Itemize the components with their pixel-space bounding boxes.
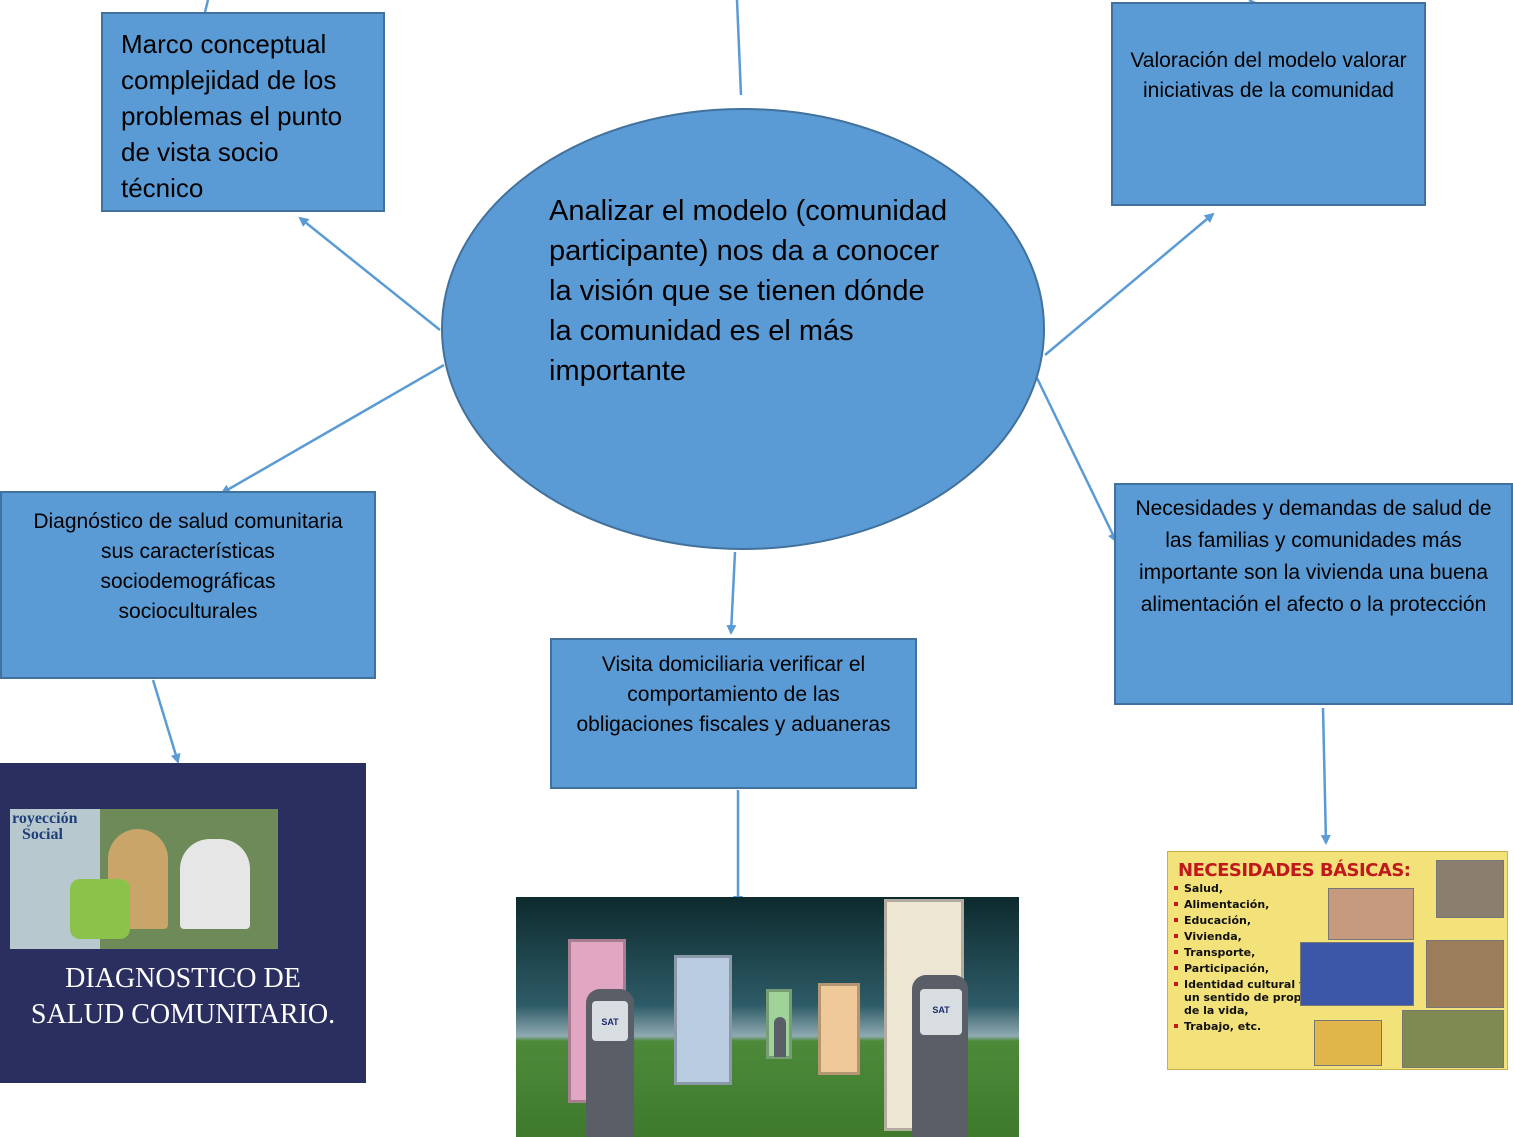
- list-item: Alimentación,: [1174, 898, 1332, 911]
- photo-puzzle: [1300, 942, 1414, 1006]
- necesidades-list: Salud, Alimentación, Educación, Vivienda…: [1174, 882, 1332, 1036]
- node-diagnostico-salud: Diagnóstico de salud comunitaria sus car…: [0, 491, 376, 679]
- inspector-small: [774, 1017, 786, 1057]
- photo-cart: [1402, 1010, 1504, 1068]
- image-necesidades-basicas: NECESIDADES BÁSICAS: Salud, Alimentación…: [1167, 851, 1508, 1070]
- node-valoracion-modelo: Valoración del modelo valorar iniciativa…: [1111, 2, 1426, 206]
- arrow-to-necesidades: [1035, 377, 1118, 543]
- node-valoracion-modelo-text: Valoración del modelo valorar iniciativa…: [1130, 49, 1407, 102]
- arrow-to-img-diag: [151, 679, 181, 764]
- arrow-to-img-nec: [1320, 707, 1331, 845]
- arrow-to-marco: [298, 216, 441, 331]
- list-item: Trabajo, etc.: [1174, 1020, 1332, 1033]
- node-marco-conceptual: Marco conceptual complejidad de los prob…: [101, 12, 385, 212]
- photo-hut: [1426, 940, 1504, 1008]
- node-marco-conceptual-text: Marco conceptual complejidad de los prob…: [121, 29, 343, 203]
- arrow-to-visita: [726, 551, 737, 635]
- node-visita-domiciliaria-text: Visita domiciliaria verificar el comport…: [576, 653, 891, 736]
- node-diagnostico-salud-text: Diagnóstico de salud comunitaria sus car…: [33, 510, 343, 623]
- photo-worker: [1314, 1020, 1382, 1066]
- photo-label: royección Social: [12, 810, 78, 843]
- list-item: Participación,: [1174, 962, 1332, 975]
- necesidades-title: NECESIDADES BÁSICAS:: [1178, 860, 1411, 881]
- image-diagnostico-salud-comunitario: royección Social DIAGNOSTICO DE SALUD CO…: [0, 763, 366, 1083]
- caption-line-1: DIAGNOSTICO DE: [65, 963, 301, 994]
- vest-right: SAT: [920, 989, 962, 1035]
- list-item: Transporte,: [1174, 946, 1332, 959]
- node-necesidades-demandas-text: Necesidades y demandas de salud de las f…: [1135, 497, 1492, 616]
- community-photo: royección Social: [10, 809, 278, 949]
- list-item: Salud,: [1174, 882, 1332, 895]
- node-visita-domiciliaria: Visita domiciliaria verificar el comport…: [550, 638, 917, 789]
- line-top-center: [735, 0, 743, 96]
- caption-line-2: SALUD COMUNITARIO.: [30, 999, 336, 1030]
- photo-trash: [1436, 860, 1504, 918]
- photo-family: [1328, 888, 1414, 940]
- arrow-to-diagnostico: [220, 363, 445, 495]
- list-item: Educación,: [1174, 914, 1332, 927]
- vest-left: SAT: [592, 1001, 628, 1041]
- image-sat-doors: SAT SAT: [516, 897, 1019, 1137]
- door-blue: [674, 955, 732, 1085]
- node-necesidades-demandas: Necesidades y demandas de salud de las f…: [1114, 483, 1513, 705]
- door-peach: [818, 983, 860, 1075]
- central-node-text: Analizar el modelo (comunidad participan…: [549, 195, 948, 387]
- line-top-left: [203, 0, 210, 13]
- central-node: Analizar el modelo (comunidad participan…: [440, 107, 1046, 552]
- arrow-to-valoracion: [1044, 212, 1215, 356]
- list-item: Vivienda,: [1174, 930, 1332, 943]
